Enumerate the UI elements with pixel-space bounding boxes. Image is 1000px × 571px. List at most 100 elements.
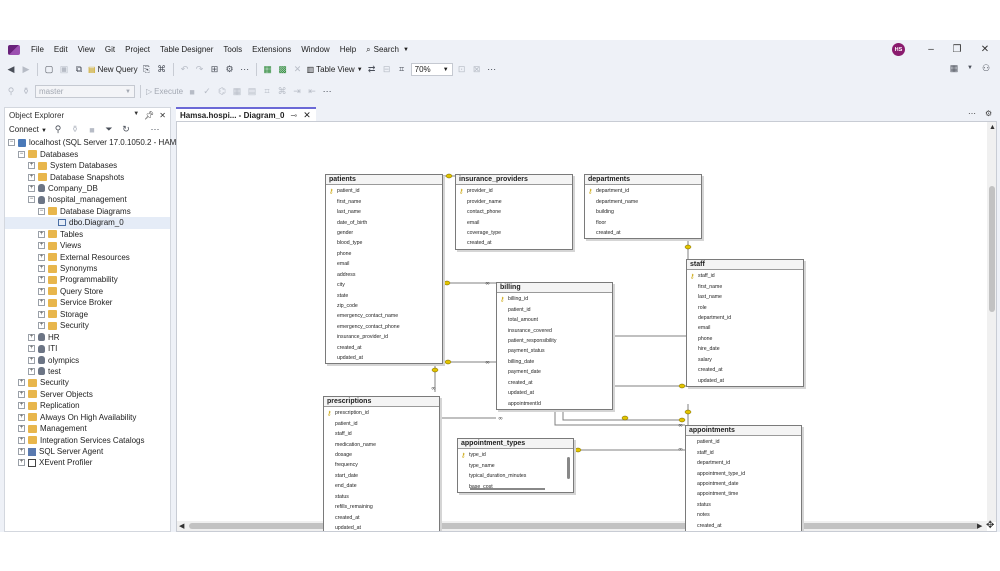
- column-row[interactable]: created_at: [497, 378, 612, 388]
- column-row[interactable]: type_name: [458, 460, 573, 470]
- menu-window[interactable]: Window: [301, 45, 330, 54]
- table-title[interactable]: prescriptions: [324, 397, 439, 407]
- connect-icon[interactable]: ⚲: [7, 86, 15, 96]
- expand-icon[interactable]: +: [38, 287, 45, 295]
- column-row[interactable]: staff_id: [324, 429, 439, 439]
- connect-plug-icon[interactable]: ⚲: [54, 124, 62, 134]
- results-text-icon[interactable]: ▤: [247, 86, 257, 96]
- column-row[interactable]: dosage: [324, 450, 439, 460]
- table-title[interactable]: appointments: [686, 426, 801, 436]
- results-grid-icon[interactable]: ▦: [232, 86, 242, 96]
- column-row[interactable]: status: [324, 492, 439, 502]
- column-row[interactable]: frequency: [324, 460, 439, 470]
- expand-icon[interactable]: +: [28, 345, 35, 353]
- diagram-icon[interactable]: ⊞: [210, 64, 219, 74]
- overflow-icon[interactable]: ⋯: [150, 124, 160, 134]
- tree-item[interactable]: +Security: [5, 377, 170, 388]
- menu-view[interactable]: View: [77, 45, 95, 54]
- column-row[interactable]: email: [456, 217, 572, 227]
- expand-icon[interactable]: +: [38, 322, 45, 330]
- menu-extensions[interactable]: Extensions: [252, 45, 292, 54]
- tree-item[interactable]: +Management: [5, 423, 170, 434]
- column-row[interactable]: created_at: [326, 343, 442, 353]
- column-row[interactable]: updated_at: [324, 523, 439, 531]
- expand-icon[interactable]: +: [18, 448, 25, 456]
- tree-item[interactable]: −hospital_management: [5, 194, 170, 205]
- column-row[interactable]: address: [326, 270, 442, 280]
- overflow-icon[interactable]: ⋯: [322, 86, 332, 96]
- column-row[interactable]: updated_at: [687, 375, 803, 385]
- tree-item[interactable]: +SQL Server Agent: [5, 446, 170, 457]
- parse-icon[interactable]: ✓: [203, 86, 211, 96]
- database-select[interactable]: master ▼: [35, 85, 135, 98]
- tree-item[interactable]: +Service Broker: [5, 297, 170, 308]
- column-row[interactable]: patient_id: [324, 418, 439, 428]
- tree-item[interactable]: −Databases: [5, 148, 170, 159]
- column-row[interactable]: ⚷department_id: [585, 186, 701, 196]
- column-row[interactable]: first_name: [326, 196, 442, 206]
- column-row[interactable]: staff_id: [686, 447, 801, 457]
- tree-item[interactable]: −localhost (SQL Server 17.0.1050.2 - HAM…: [5, 137, 187, 148]
- column-row[interactable]: ⚷patient_id: [326, 186, 442, 196]
- table-view-button[interactable]: ▥ Table View ▼: [307, 65, 363, 74]
- column-row[interactable]: zip_code: [326, 301, 442, 311]
- scroll-left-icon[interactable]: ◀: [179, 523, 185, 530]
- column-row[interactable]: provider_name: [456, 196, 572, 206]
- tree-item[interactable]: +Security: [5, 320, 170, 331]
- stop-icon[interactable]: ■: [89, 124, 95, 135]
- column-row[interactable]: insurance_covered: [497, 325, 612, 335]
- column-row[interactable]: notes: [686, 510, 801, 520]
- tree-item[interactable]: +XEvent Profiler: [5, 457, 170, 468]
- expand-icon[interactable]: +: [28, 184, 35, 192]
- column-row[interactable]: total_amount: [497, 315, 612, 325]
- arrange-tables-icon[interactable]: ⇄: [367, 64, 376, 74]
- undo-icon[interactable]: ↶: [180, 64, 189, 74]
- column-row[interactable]: created_at: [686, 521, 801, 531]
- table-scrollbar[interactable]: [567, 457, 570, 479]
- chevron-down-icon[interactable]: ▼: [133, 110, 140, 117]
- user-avatar[interactable]: HS: [892, 43, 905, 56]
- column-row[interactable]: created_at: [456, 238, 572, 248]
- column-row[interactable]: payment_date: [497, 367, 612, 377]
- connect-dropdown[interactable]: Connect ▼: [9, 125, 47, 134]
- menu-tools[interactable]: Tools: [223, 45, 243, 54]
- column-row[interactable]: city: [326, 280, 442, 290]
- expand-icon[interactable]: +: [38, 276, 45, 284]
- tree-item[interactable]: +olympics: [5, 354, 170, 365]
- column-row[interactable]: role: [687, 302, 803, 312]
- tree-item[interactable]: +Views: [5, 240, 170, 251]
- expand-icon[interactable]: +: [28, 356, 35, 364]
- tree-item[interactable]: +Query Store: [5, 286, 170, 297]
- close-icon[interactable]: ✕: [159, 110, 166, 120]
- tree-item[interactable]: +Company_DB: [5, 183, 170, 194]
- diagram-canvas[interactable]: ∞∞∞∞∞∞∞ ▲ ◀ ▶ ✥ patients⚷patient_idfirst…: [176, 121, 997, 532]
- zoom-select[interactable]: 70% ▼: [410, 63, 453, 76]
- relationship-line[interactable]: [554, 412, 685, 426]
- expand-icon[interactable]: +: [38, 253, 45, 261]
- expand-icon[interactable]: +: [18, 379, 25, 387]
- column-row[interactable]: payment_status: [497, 346, 612, 356]
- save-all-icon[interactable]: ⧉: [75, 64, 83, 74]
- expand-icon[interactable]: +: [18, 413, 25, 421]
- menu-table-designer[interactable]: Table Designer: [160, 45, 214, 54]
- mdx-query-icon[interactable]: ⌘: [157, 64, 167, 74]
- overflow-icon[interactable]: ⋯: [240, 64, 250, 74]
- tree-item[interactable]: +Integration Services Catalogs: [5, 434, 170, 445]
- restore-button[interactable]: ❐: [952, 44, 962, 55]
- column-row[interactable]: appointmentId: [497, 398, 612, 408]
- overflow-icon[interactable]: ⋯: [968, 109, 976, 118]
- column-row[interactable]: patient_responsibility: [497, 336, 612, 346]
- layout-icon[interactable]: ▦: [949, 62, 959, 73]
- expand-icon[interactable]: +: [18, 425, 25, 433]
- column-row[interactable]: email: [687, 323, 803, 333]
- column-row[interactable]: emergency_contact_phone: [326, 322, 442, 332]
- expand-icon[interactable]: +: [38, 265, 45, 273]
- overflow-icon[interactable]: ⋯: [487, 64, 497, 74]
- table-title[interactable]: staff: [687, 260, 803, 270]
- column-row[interactable]: status: [686, 500, 801, 510]
- uncomment-icon[interactable]: ⌘: [277, 86, 287, 96]
- expand-icon[interactable]: +: [38, 242, 45, 250]
- tab-diagram[interactable]: Hamsa.hospi... - Diagram_0 ⊸ ✕: [176, 107, 316, 121]
- page-break-icon[interactable]: ⊡: [457, 64, 466, 74]
